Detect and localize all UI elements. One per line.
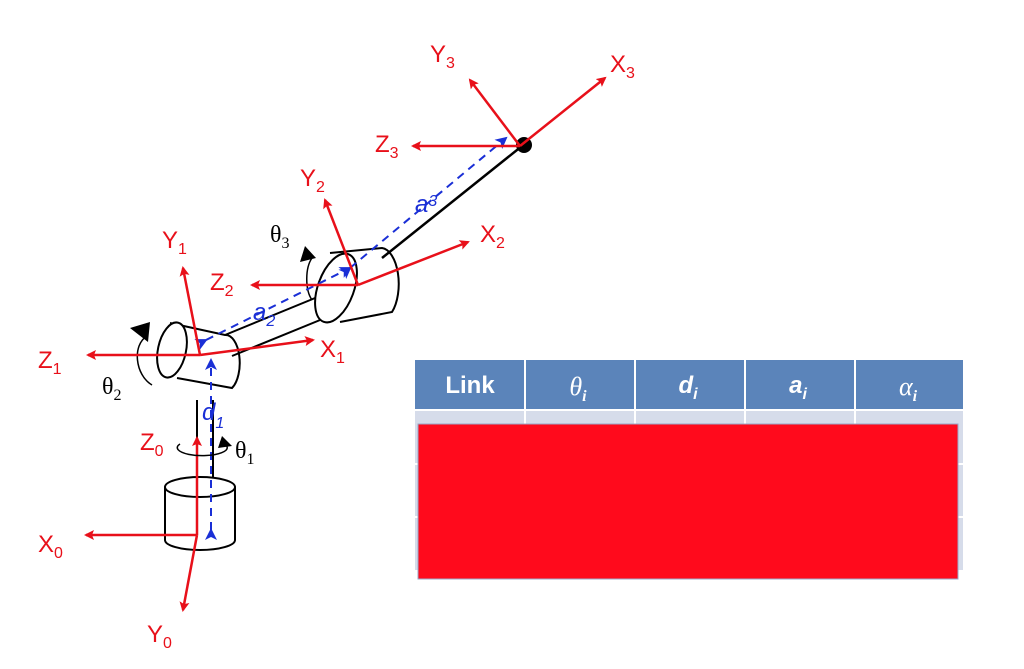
- x2-label: X2: [480, 221, 505, 252]
- y3-label: Y3: [430, 41, 455, 72]
- dh-header-d: di: [678, 372, 698, 403]
- theta2-rotation-arrow: [136, 335, 153, 386]
- theta1-label: θ1: [235, 438, 255, 468]
- d1-label: d1: [202, 399, 224, 432]
- z1-label: Z1: [38, 347, 62, 378]
- x0-label: X0: [38, 531, 63, 562]
- frame-2-axes: [250, 198, 470, 290]
- link-2-lower: [231, 317, 326, 357]
- frame-0-axes: [84, 436, 202, 612]
- theta3-rotation-arrow: [306, 257, 313, 301]
- theta2-label: θ2: [102, 374, 122, 404]
- z2-label: Z2: [210, 269, 234, 300]
- y2-label: Y2: [300, 165, 325, 196]
- x3-label: X3: [610, 51, 635, 82]
- z0-label: Z0: [140, 429, 164, 460]
- joint-2-cylinder: [314, 246, 400, 324]
- dh-header-alpha: αi: [899, 372, 918, 405]
- y0-label: Y0: [147, 621, 172, 652]
- dh-table-redaction-overlay: [417, 423, 959, 580]
- a3-dimension: [338, 136, 508, 280]
- base-cylinder: [164, 476, 236, 551]
- y1-label: Y1: [162, 227, 187, 258]
- frame-3-axes: [411, 76, 607, 151]
- a3-label: a3: [415, 191, 437, 218]
- z3-label: Z3: [375, 131, 399, 162]
- frame-1-axes: [86, 266, 315, 360]
- a2-label: a2: [253, 299, 275, 330]
- x1-label: X1: [320, 336, 345, 367]
- theta3-label: θ3: [270, 222, 290, 252]
- dh-header-theta: θi: [569, 372, 587, 405]
- dh-table: Link θi di ai αi: [415, 360, 963, 580]
- dh-table-header-row: [415, 360, 963, 410]
- dh-header-link: Link: [445, 372, 495, 399]
- dh-header-a: ai: [789, 372, 807, 403]
